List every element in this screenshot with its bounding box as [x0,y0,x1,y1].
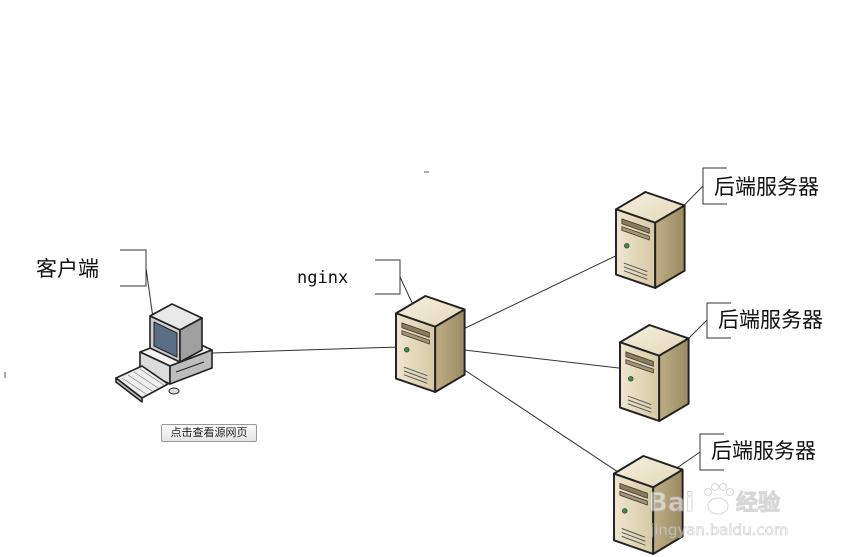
server-2-label: 后端服务器 [718,308,823,332]
server-tower-icon [395,295,466,393]
link-nginx-server-3 [429,346,646,491]
server-tower-icon [619,324,690,422]
callout-nginx [375,259,401,295]
watermark-url: jingyan.baidu.com [649,521,788,539]
paw-icon [704,483,734,515]
desktop-computer-icon [115,303,213,403]
server-1-label: 后端服务器 [714,175,819,199]
link-client-nginx [211,345,431,354]
server-3-label: 后端服务器 [711,439,816,463]
view-source-button[interactable]: 点击查看源网页 [161,424,257,442]
baidu-jingyan-watermark: Bai 经验 jingyan.baidu.com [648,483,789,539]
link-nginx-server-2 [429,345,654,373]
callout-client [120,249,147,287]
client-label: 客户端 [36,257,99,281]
nginx-label: nginx [297,268,348,288]
watermark-brand: Bai [648,488,694,518]
watermark-brand-suffix: 经验 [736,490,780,516]
server-tower-icon [615,191,686,289]
